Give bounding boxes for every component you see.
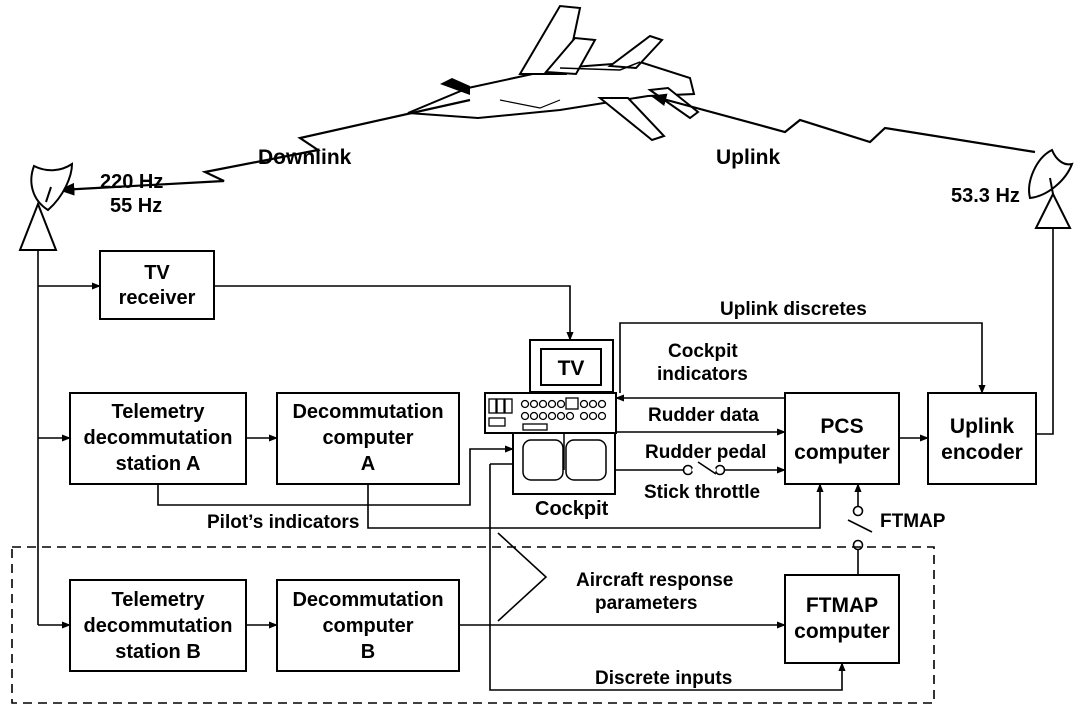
cockpit-console: TV Cockpit	[484, 339, 617, 520]
pcs-line2: computer	[794, 441, 890, 464]
uplink-freq-label: 53.3 Hz	[951, 185, 1020, 207]
decommutation-computer-a-box: Decommutation computer A	[276, 392, 460, 485]
rudder-pedal-label: Rudder pedal	[645, 442, 766, 463]
uplink-label: Uplink	[716, 146, 780, 169]
ftmap-switch-label: FTMAP	[880, 511, 946, 532]
receive-antenna-icon	[18, 162, 74, 251]
pcs-computer-box: PCS computer	[784, 392, 900, 485]
tds-b-line2: decommutation	[84, 615, 233, 637]
uplink-encoder-line1: Uplink	[950, 415, 1014, 438]
tv-receiver-line1: TV	[144, 262, 170, 284]
aircraft-response-label-1: Aircraft response	[576, 570, 733, 591]
cockpit-indicators-label-1: Cockpit	[668, 341, 738, 362]
uplink-discretes-line	[619, 322, 986, 394]
tv-receiver-line2: receiver	[119, 287, 196, 309]
discrete-inputs-label: Discrete inputs	[595, 668, 732, 689]
tv-receiver-box: TV receiver	[99, 250, 215, 320]
transmit-antenna-icon	[1028, 148, 1074, 229]
tds-b-line3: station B	[115, 641, 201, 663]
decom-b-line1: Decommutation	[292, 589, 443, 611]
downlink-label: Downlink	[258, 146, 352, 169]
aircraft-icon	[407, 4, 700, 142]
decom-a-line2: computer	[322, 427, 413, 449]
downlink-freq-55: 55 Hz	[110, 195, 162, 217]
decommutation-computer-b-box: Decommutation computer B	[276, 579, 460, 672]
uplink-encoder-box: Uplink encoder	[927, 392, 1037, 485]
cockpit-label: Cockpit	[535, 498, 609, 520]
decom-b-line2: computer	[322, 615, 413, 637]
decom-a-line1: Decommutation	[292, 401, 443, 423]
tds-a-line3: station A	[116, 453, 201, 475]
decom-b-line3: B	[361, 641, 375, 663]
encoder-to-antenna-line	[1036, 228, 1054, 435]
ftmap-switch-icon	[847, 505, 873, 551]
cockpit-tv-label: TV	[558, 357, 585, 380]
decom-a-line3: A	[361, 453, 375, 475]
ftmap-computer-line1: FTMAP	[806, 594, 878, 617]
pilots-indicators-line	[157, 445, 514, 506]
stick-throttle-switch-icon	[682, 461, 726, 476]
tv-receiver-to-cockpit-line	[214, 285, 574, 341]
decom-a-to-pcs-line	[367, 483, 824, 529]
stick-throttle-label: Stick throttle	[644, 482, 760, 503]
discrete-inputs-line	[489, 464, 846, 691]
ftmap-computer-line2: computer	[794, 620, 890, 643]
aircraft-response-label-2: parameters	[595, 593, 697, 614]
pcs-line1: PCS	[820, 415, 863, 438]
tds-a-line2: decommutation	[84, 427, 233, 449]
cockpit-indicators-label-2: indicators	[657, 364, 748, 385]
tds-a-line1: Telemetry	[111, 401, 205, 423]
downlink-freq-220: 220 Hz	[100, 171, 163, 193]
uplink-encoder-line2: encoder	[941, 441, 1023, 464]
telemetry-station-b-box: Telemetry decommutation station B	[69, 579, 247, 672]
downlink-signal-line	[58, 98, 471, 196]
tds-b-line1: Telemetry	[111, 589, 205, 611]
pilots-indicators-label: Pilot’s indicators	[207, 512, 359, 533]
uplink-discretes-label: Uplink discretes	[720, 299, 867, 320]
telemetry-station-a-box: Telemetry decommutation station A	[69, 392, 247, 485]
rudder-data-label: Rudder data	[648, 405, 759, 426]
ftmap-enclosure	[11, 546, 935, 704]
uplink-signal-line	[650, 93, 1036, 154]
ftmap-computer-box: FTMAP computer	[784, 574, 900, 664]
